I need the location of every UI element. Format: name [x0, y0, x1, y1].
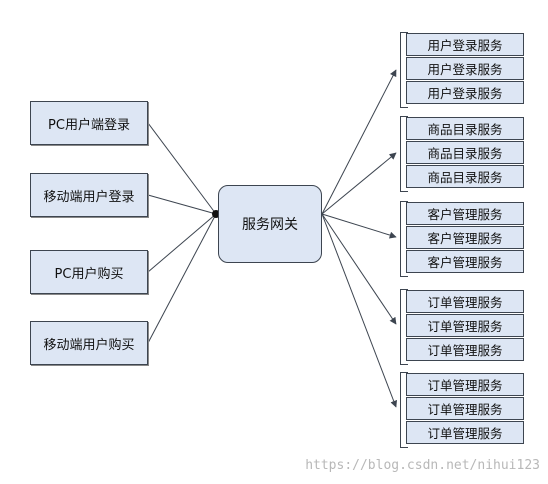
service-item: 订单管理服务: [406, 373, 524, 396]
service-label: 订单管理服务: [427, 343, 503, 358]
client-label: PC用户端登录: [48, 117, 130, 133]
service-label: 商品目录服务: [427, 170, 503, 185]
group-bracket: [400, 201, 408, 277]
service-item: 客户管理服务: [406, 250, 524, 273]
service-label: 客户管理服务: [427, 231, 503, 246]
service-label: 商品目录服务: [427, 122, 503, 137]
service-arrow-5: [321, 213, 398, 408]
service-label: 客户管理服务: [427, 207, 503, 222]
service-item: 订单管理服务: [406, 397, 524, 420]
client-label: 移动端用户登录: [43, 189, 135, 205]
service-item: 商品目录服务: [406, 141, 524, 164]
service-item: 订单管理服务: [406, 314, 524, 337]
group-bracket: [400, 116, 408, 192]
service-label: 客户管理服务: [427, 255, 503, 270]
client-line-1: [147, 122, 217, 215]
watermark-url: https://blog.csdn.net/nihui123: [305, 458, 540, 473]
client-line-4: [147, 213, 217, 344]
service-item: 订单管理服务: [406, 290, 524, 313]
client-pc-purchase: PC用户购买: [30, 250, 148, 294]
gateway-label: 服务网关: [242, 217, 298, 233]
service-label: 用户登录服务: [427, 62, 503, 77]
service-label: 订单管理服务: [427, 402, 503, 417]
service-label: 订单管理服务: [427, 295, 503, 310]
service-label: 订单管理服务: [427, 426, 503, 441]
service-label: 订单管理服务: [427, 319, 503, 334]
client-line-3: [147, 213, 217, 273]
service-item: 订单管理服务: [406, 338, 524, 361]
group-bracket: [400, 372, 408, 448]
service-item: 商品目录服务: [406, 117, 524, 140]
service-item: 用户登录服务: [406, 33, 524, 56]
service-label: 用户登录服务: [427, 38, 503, 53]
service-arrow-2: [321, 152, 397, 215]
client-mobile-login: 移动端用户登录: [30, 173, 148, 217]
service-item: 用户登录服务: [406, 81, 524, 104]
service-arrow-3: [321, 213, 397, 239]
service-label: 用户登录服务: [427, 86, 503, 101]
client-label: 移动端用户购买: [43, 337, 135, 353]
gateway-box: 服务网关: [218, 185, 322, 263]
service-arrow-4: [321, 213, 397, 325]
service-label: 商品目录服务: [427, 146, 503, 161]
client-mobile-purchase: 移动端用户购买: [30, 321, 148, 365]
client-label: PC用户购买: [54, 266, 124, 282]
service-item: 订单管理服务: [406, 421, 524, 444]
service-arrow-1: [321, 69, 397, 215]
service-item: 客户管理服务: [406, 226, 524, 249]
client-line-2: [147, 194, 217, 215]
service-item: 客户管理服务: [406, 202, 524, 225]
service-item: 商品目录服务: [406, 165, 524, 188]
service-label: 订单管理服务: [427, 378, 503, 393]
group-bracket: [400, 289, 408, 365]
group-bracket: [400, 32, 408, 108]
service-item: 用户登录服务: [406, 57, 524, 80]
client-pc-login: PC用户端登录: [30, 101, 148, 145]
